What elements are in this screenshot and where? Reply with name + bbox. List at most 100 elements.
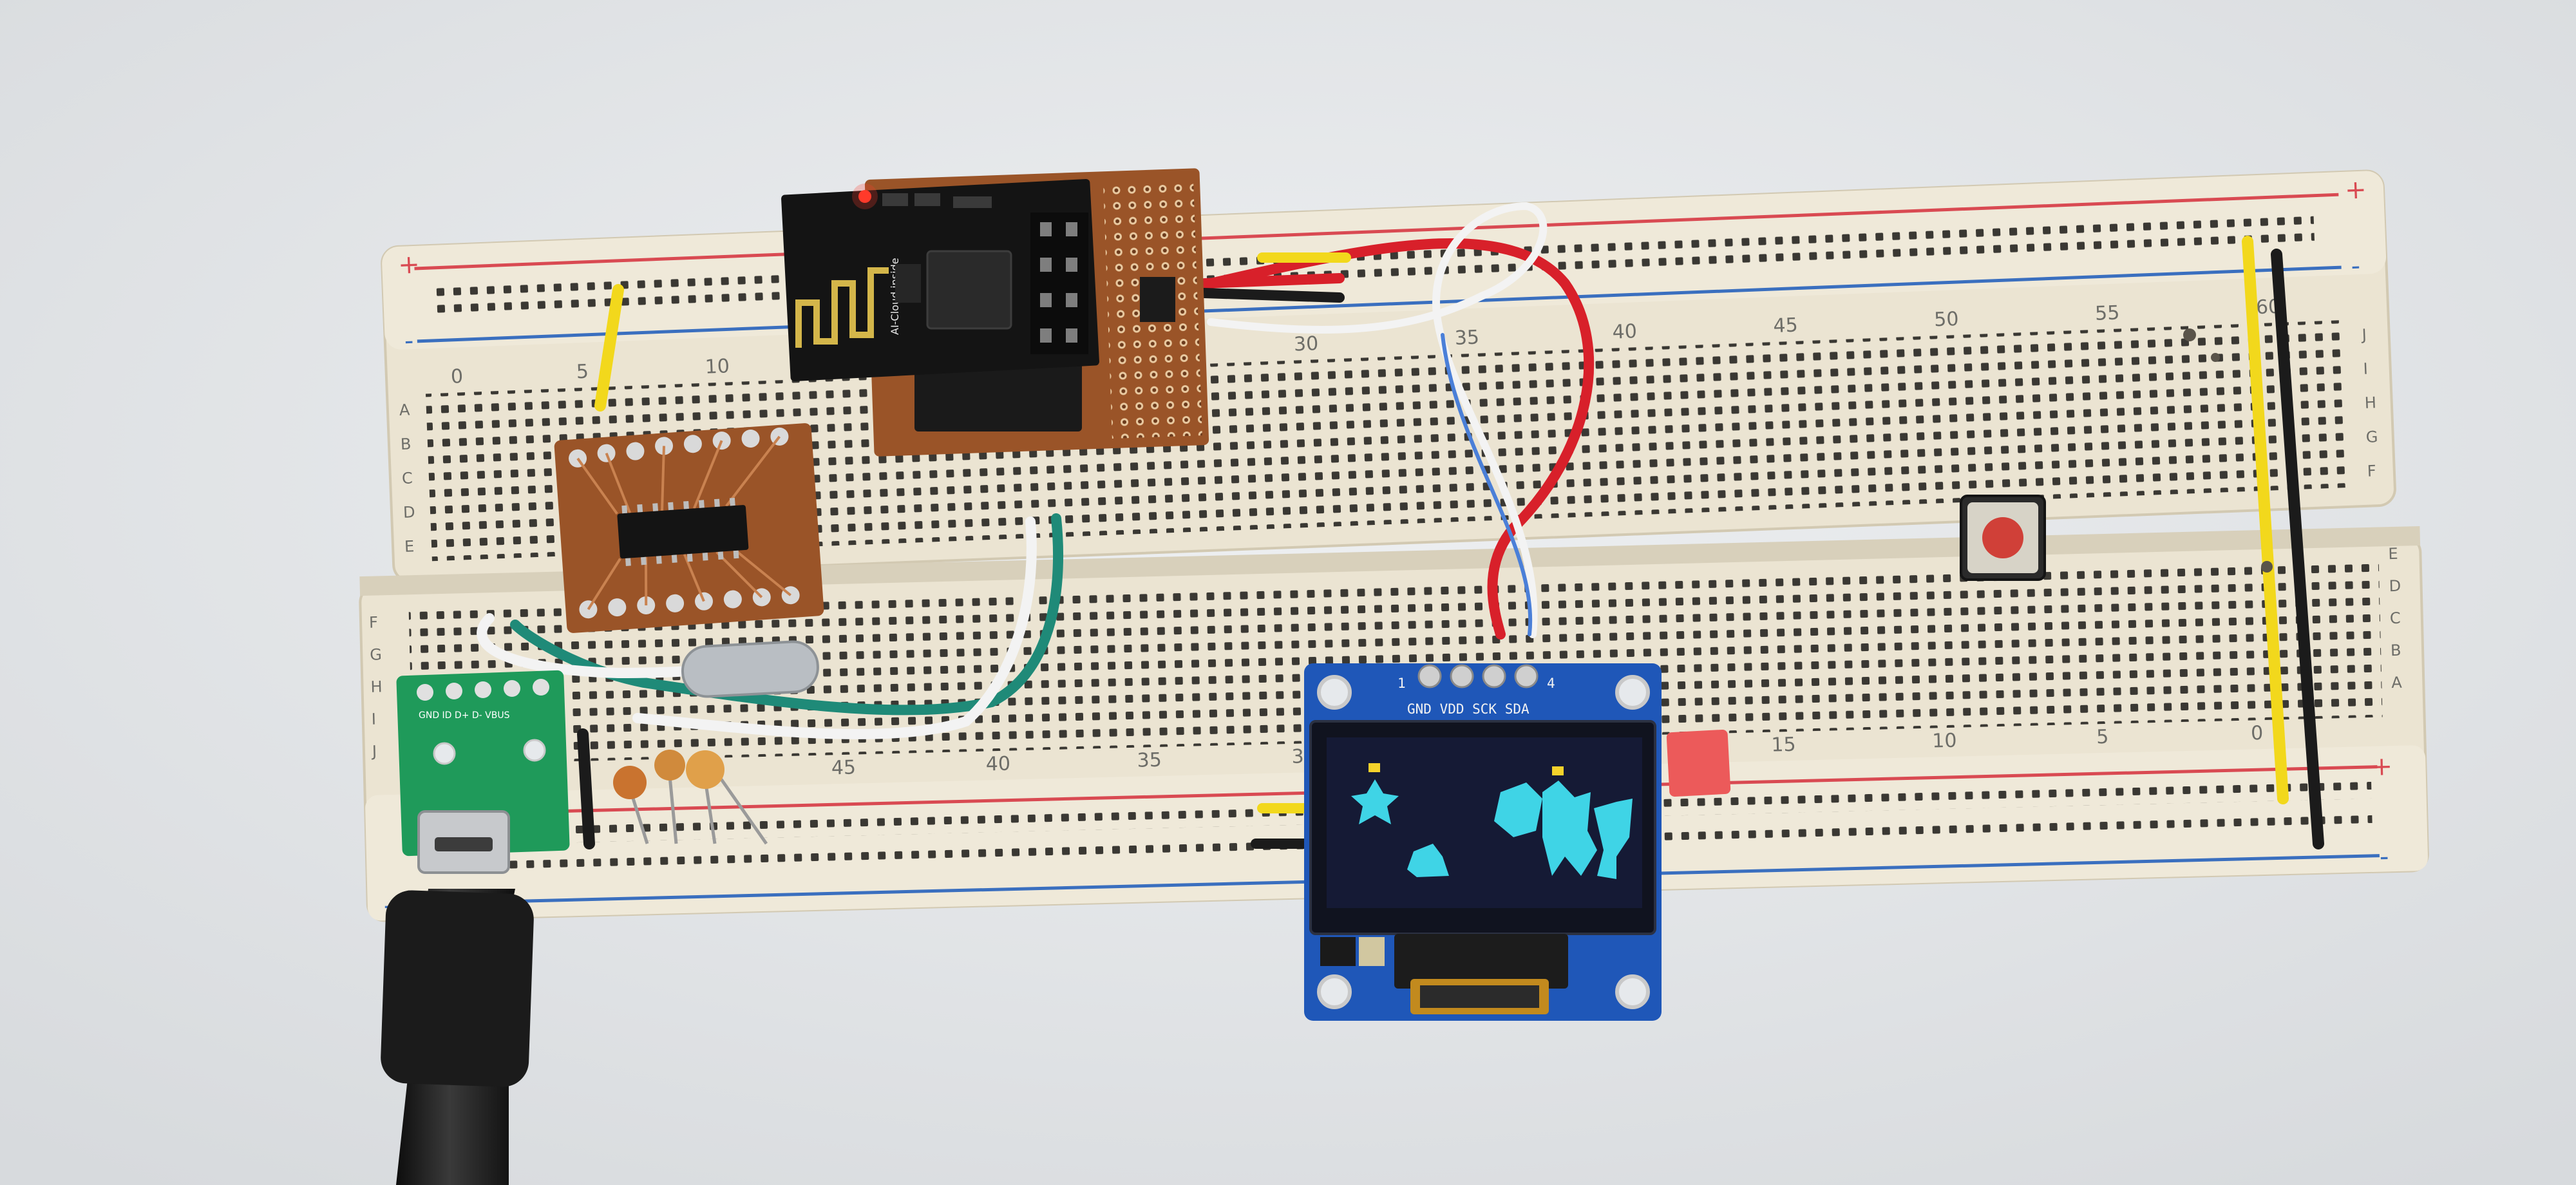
- oled-pin-label: GND VDD SCK SDA: [1407, 701, 1530, 717]
- capacitor: [686, 750, 724, 789]
- oled-display-module: 1 4 GND VDD SCK SDA: [1304, 663, 1662, 1021]
- top-row-letter: J: [2360, 326, 2367, 344]
- top-rail-red-line: [414, 193, 2339, 270]
- bottom-rail-minus-right: -: [2379, 842, 2389, 871]
- bottom-row-letter: E: [2388, 545, 2398, 563]
- player-star-sprite: [1351, 779, 1399, 824]
- esp-smd-parts: [882, 193, 992, 208]
- oled-smd-part: [1359, 937, 1385, 966]
- usb-cable-plug: [381, 890, 534, 1087]
- top-rail-plus-right: +: [2344, 175, 2367, 205]
- bottom-col-number: 0: [2251, 722, 2264, 744]
- red-signal-wire: [1206, 238, 1595, 640]
- top-col-number: 35: [1454, 327, 1480, 350]
- oled-mount-hole: [1615, 675, 1650, 710]
- oled-header-pins: [1417, 664, 1539, 688]
- yellow-power-wire: [2242, 236, 2289, 804]
- top-row-letter: G: [2365, 428, 2378, 446]
- esp-pin-header: [1030, 213, 1088, 354]
- top-row-letter: F: [2367, 462, 2376, 480]
- blue-signal-wire: [1441, 333, 1533, 636]
- top-rail-minus-left: -: [404, 326, 414, 356]
- bottom-col-number: 10: [1932, 730, 1957, 753]
- oled-pin-number-right: 4: [1547, 676, 1555, 691]
- center-channel: [359, 526, 2421, 596]
- usb-breakout-pins: [417, 679, 549, 701]
- oled-flex-inner: [1420, 985, 1539, 1008]
- ic-pcb-traces: [576, 435, 791, 611]
- ground-sprite: [1407, 844, 1449, 877]
- bottom-col-number: 45: [831, 756, 856, 779]
- top-row-letter: A: [399, 401, 410, 419]
- white-signal-wire: [1207, 202, 1548, 638]
- yellow-jumper-left: [594, 284, 624, 412]
- bottom-row-letter: H: [370, 678, 383, 696]
- oled-mount-hole: [1317, 675, 1352, 710]
- top-row-letter: D: [403, 503, 416, 522]
- top-row-letter: H: [2364, 393, 2376, 412]
- bottom-col-number: 15: [1771, 734, 1796, 757]
- bottom-row-letter: I: [371, 710, 376, 728]
- esp-jumper-header: [1140, 277, 1175, 322]
- debris: [2183, 328, 2196, 341]
- ic-chip-legs: [621, 497, 739, 566]
- red-jumper-top: [1199, 273, 1345, 289]
- obstacle-sprite-2: [1542, 781, 1597, 876]
- crystal-oscillator: [681, 640, 819, 698]
- esp-socket: [914, 361, 1082, 431]
- bottom-row-letter: J: [371, 743, 377, 761]
- bottom-row-letter: C: [2390, 609, 2401, 627]
- usb-breakout-pcb: [396, 670, 570, 857]
- top-col-number: 40: [1612, 320, 1638, 343]
- oled-smd-part: [1320, 937, 1356, 966]
- red-marker-tab: [1666, 729, 1731, 797]
- black-jumper-usb: [577, 728, 595, 849]
- oled-pin-number-left: 1: [1397, 676, 1406, 691]
- top-col-number: 45: [1773, 314, 1799, 337]
- capacitor: [654, 750, 685, 781]
- esp-antenna-trace: [795, 267, 889, 348]
- bottom-col-number: 35: [1137, 749, 1162, 772]
- top-col-number: 0: [450, 365, 463, 388]
- oled-active-area: [1327, 737, 1642, 908]
- top-rail-minus-right: -: [2351, 251, 2361, 281]
- oled-flex-cable: [1394, 934, 1568, 989]
- esp-flash-chip: [895, 264, 921, 303]
- obstacle-sprite-3: [1594, 799, 1633, 879]
- esp-chip: [926, 250, 1012, 330]
- top-col-number: 5: [576, 361, 589, 384]
- bottom-row-letter: B: [2391, 641, 2401, 659]
- ic-chip: [617, 505, 749, 559]
- usb-breakout: GND ID D+ D- VBUS: [396, 670, 570, 874]
- ic-breakout-pcb: [554, 423, 824, 633]
- usb-breakout-label: GND ID D+ D- VBUS: [419, 710, 510, 721]
- top-rail-blue-line: [417, 265, 2342, 343]
- micro-usb-slot: [435, 837, 493, 851]
- button-cap: [1982, 517, 2023, 558]
- esp-pins: [1040, 222, 1077, 343]
- oled-mount-hole: [1615, 974, 1650, 1009]
- top-row-letter: I: [2363, 360, 2368, 378]
- bottom-row-letter: A: [2391, 674, 2403, 692]
- teal-wire: [510, 513, 1064, 716]
- bottom-col-number: 5: [2096, 726, 2109, 748]
- top-row-letter: B: [400, 435, 412, 453]
- top-col-number: 55: [2094, 301, 2120, 325]
- usb-mount-hole: [433, 742, 456, 765]
- top-row-letter: C: [401, 469, 413, 488]
- top-col-number: 10: [705, 355, 730, 378]
- bottom-rail-plus-right: +: [2371, 752, 2393, 782]
- top-col-number: 50: [1934, 308, 1960, 331]
- usb-mount-hole: [523, 739, 546, 762]
- debris: [2261, 561, 2273, 573]
- esp01-module: AI-Cloud inside: [781, 168, 1209, 457]
- oled-game-sprites: [1351, 763, 1633, 879]
- capacitor: [613, 766, 647, 799]
- bottom-row-letter: G: [370, 645, 382, 663]
- esp-status-led: [858, 190, 871, 203]
- player-marker: [1368, 763, 1380, 772]
- bottom-row-letter: F: [369, 613, 378, 631]
- white-wire-bottom: [632, 517, 1037, 739]
- top-row-letter: E: [404, 537, 415, 556]
